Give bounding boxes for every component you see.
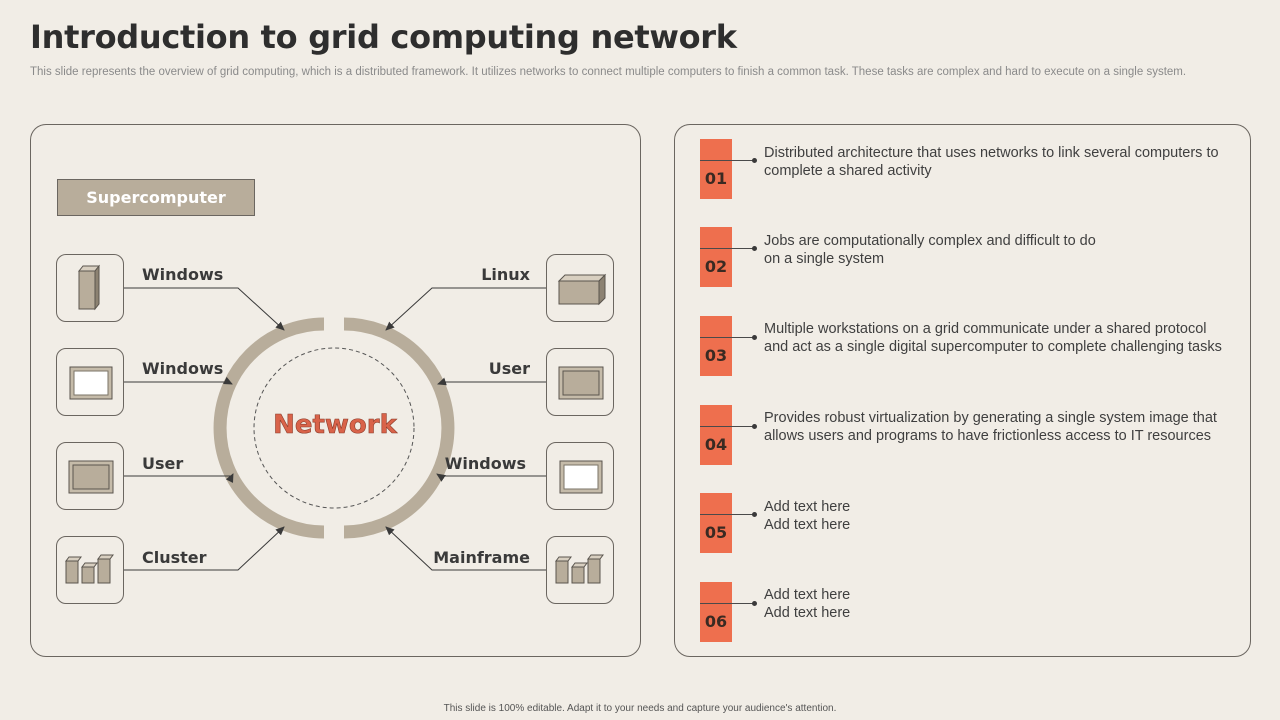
ring-arc-left [213, 317, 325, 539]
node-box-left-3 [56, 442, 124, 510]
connector-left-1 [124, 287, 285, 331]
screen-icon [68, 460, 114, 494]
step-dot [752, 601, 757, 606]
node-label-right-4: Mainframe [433, 548, 530, 567]
step-number: 06 [704, 612, 728, 631]
step-number: 03 [704, 346, 728, 365]
node-label-right-2: User [488, 359, 530, 378]
step-text: Add text here Add text here [764, 499, 851, 533]
step-dot [752, 512, 757, 517]
connector-left-2 [124, 376, 233, 385]
connector-right-2 [437, 377, 546, 386]
node-box-right-3 [546, 442, 614, 510]
step-connector [732, 248, 754, 249]
step-dot [752, 246, 757, 251]
page-subtitle: This slide represents the overview of gr… [30, 66, 1187, 78]
step-number: 01 [704, 169, 728, 188]
step-divider [700, 603, 732, 604]
step-dot [752, 335, 757, 340]
cluster-icon [555, 554, 604, 584]
node-box-left-4 [56, 536, 124, 604]
connector-left-3 [124, 473, 234, 483]
step-number-box: 05 [700, 493, 732, 553]
step-number-box: 04 [700, 405, 732, 465]
step-divider [700, 426, 732, 427]
step-number-box: 02 [700, 227, 732, 287]
monitor-icon [559, 460, 603, 494]
step-text: Multiple workstations on a grid communic… [764, 321, 1222, 355]
node-label-left-2: Windows [142, 359, 224, 378]
steps-panel [674, 124, 1251, 657]
step-text: Distributed architecture that uses netwo… [764, 145, 1219, 179]
connector-left-4 [124, 526, 285, 571]
step-divider [700, 514, 732, 515]
network-ring [213, 317, 455, 539]
step-number: 04 [704, 435, 728, 454]
step-text: Add text here Add text here [764, 587, 851, 621]
step-number-box: 03 [700, 316, 732, 376]
step-divider [700, 160, 732, 161]
node-box-right-4 [546, 536, 614, 604]
node-label-left-4: Cluster [142, 548, 207, 567]
step-dot [752, 424, 757, 429]
network-center-label: Network [273, 410, 397, 441]
step-connector [732, 603, 754, 604]
step-number-box: 01 [700, 139, 732, 199]
step-divider [700, 337, 732, 338]
node-label-left-1: Windows [142, 265, 224, 284]
node-label-right-1: Linux [481, 265, 530, 284]
footer-note: This slide is 100% editable. Adapt it to… [443, 703, 837, 714]
connector-right-3 [436, 473, 546, 482]
desktop-box-icon [557, 273, 607, 306]
step-connector [732, 426, 754, 427]
connector-right-4 [385, 526, 546, 571]
supercomputer-header: Supercomputer [57, 179, 255, 216]
network-inner-circle [253, 347, 415, 509]
step-text: Provides robust virtualization by genera… [764, 410, 1217, 444]
node-label-left-3: User [142, 454, 184, 473]
step-number: 02 [704, 257, 728, 276]
step-number-box: 06 [700, 582, 732, 642]
screen-icon [558, 366, 604, 400]
step-divider [700, 248, 732, 249]
node-box-right-2 [546, 348, 614, 416]
ring-arc-right [343, 317, 455, 539]
page-title: Introduction to grid computing network [30, 18, 737, 56]
step-connector [732, 160, 754, 161]
node-label-right-3: Windows [444, 454, 526, 473]
step-number: 05 [704, 523, 728, 542]
node-box-left-1 [56, 254, 124, 322]
node-box-right-1 [546, 254, 614, 322]
cluster-icon [65, 554, 114, 584]
step-connector [732, 514, 754, 515]
node-box-left-2 [56, 348, 124, 416]
connector-right-1 [385, 287, 546, 331]
monitor-icon [69, 366, 113, 400]
step-connector [732, 337, 754, 338]
step-text: Jobs are computationally complex and dif… [764, 233, 1096, 267]
tower-pc-icon [77, 264, 101, 311]
step-dot [752, 158, 757, 163]
